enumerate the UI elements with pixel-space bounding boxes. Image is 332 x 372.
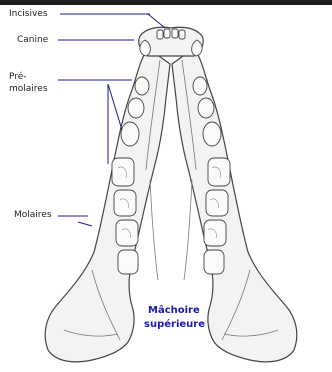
molars [112,158,230,274]
label-premolaires-line2: molaires [9,84,48,95]
diagram-title-line2: supérieure [144,319,205,331]
premolars [121,77,221,146]
label-molaires: Molaires [14,210,52,221]
label-canine: Canine [17,35,48,46]
diagram-title-line1: Mâchoire [148,305,200,317]
label-incisives: Incisives [9,9,48,20]
label-premolaires-line1: Pré- [9,72,27,83]
